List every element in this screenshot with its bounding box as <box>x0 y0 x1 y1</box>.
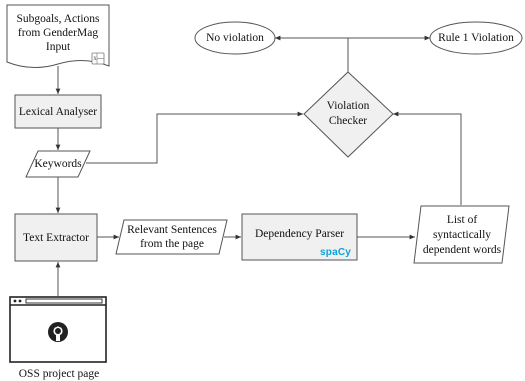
text-extractor-box <box>14 213 98 262</box>
arrow-list-to-checker <box>393 111 462 205</box>
spacy-logo: spaCy <box>320 247 352 258</box>
rule1-violation-ellipse <box>429 21 523 55</box>
word-list-label: List of syntactically dependent words <box>422 213 502 256</box>
no-violation-label: No violation <box>206 32 264 44</box>
violation-checker-label: Violation Checker <box>326 100 370 127</box>
relevant-sentences-shape <box>115 219 228 255</box>
dependency-parser-box <box>241 213 358 261</box>
keywords-shape <box>25 150 91 178</box>
input-document-label: Subgoals, Actions from GenderMag Input <box>16 13 100 53</box>
violation-checker-diamond <box>303 71 394 158</box>
relevant-sentences-label: Relevant Sentences from the page <box>127 224 217 250</box>
arrow-keywords-to-checker <box>86 111 303 164</box>
no-violation-ellipse <box>194 21 276 55</box>
dependency-parser-label: Dependency Parser <box>254 228 345 240</box>
lexical-analyser-label: Lexical Analyser <box>18 105 98 118</box>
excel-icon-letter: x <box>93 54 97 62</box>
excel-file-icon <box>91 52 105 65</box>
rule1-violation-label: Rule 1 Violation <box>438 32 514 44</box>
word-list-shape <box>413 205 510 264</box>
lexical-analyser-box <box>14 94 102 129</box>
github-icon <box>48 322 68 342</box>
oss-page-label: OSS project page <box>18 367 100 380</box>
keywords-label: Keywords <box>34 158 82 170</box>
text-extractor-label: Text Extractor <box>23 231 89 244</box>
